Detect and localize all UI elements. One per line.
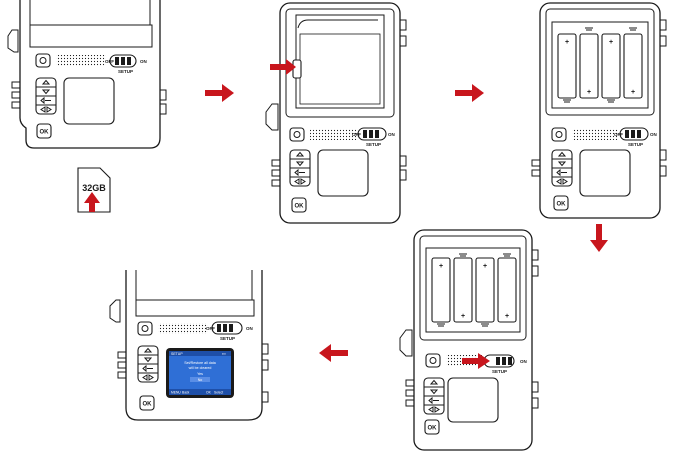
svg-text:OFF: OFF bbox=[206, 326, 215, 331]
screen-option-yes: Yes bbox=[197, 372, 203, 376]
step-arrow-1 bbox=[205, 84, 234, 102]
svg-text:SETUP: SETUP bbox=[628, 142, 643, 147]
step-arrow-2 bbox=[455, 84, 484, 102]
switch-slide-arrow bbox=[462, 353, 490, 369]
camera-step-2: OFF ON SETUP bbox=[265, 2, 407, 224]
svg-text:OFF: OFF bbox=[352, 132, 361, 137]
screen-message-line2: will be cleared bbox=[189, 366, 212, 370]
svg-text:+: + bbox=[609, 39, 613, 46]
svg-text:SETUP: SETUP bbox=[366, 142, 381, 147]
lock-button bbox=[35, 53, 51, 68]
battery-slots: + + + + bbox=[557, 27, 643, 103]
switch-setup-label: SETUP bbox=[118, 69, 133, 74]
setup-screen: SETUP ▪▪▪ Set/Restore all data will be c… bbox=[166, 348, 234, 398]
sd-card-capacity: 32GB bbox=[82, 183, 106, 193]
svg-text:ON: ON bbox=[246, 326, 253, 331]
ok-button bbox=[36, 123, 52, 139]
nav-pad bbox=[35, 77, 57, 115]
svg-text:ON: ON bbox=[650, 132, 657, 137]
svg-text:+: + bbox=[565, 39, 569, 46]
switch-on-label: ON bbox=[140, 59, 147, 64]
lcd-screen bbox=[63, 77, 115, 125]
door-slide-arrow bbox=[270, 59, 296, 75]
svg-text:+: + bbox=[461, 313, 465, 320]
step-arrow-4 bbox=[319, 344, 348, 362]
camera-step-5: OFF ON SETUP SETUP ▪▪▪ Set/Restore all d… bbox=[109, 270, 269, 421]
svg-text:SETUP: SETUP bbox=[492, 369, 507, 374]
svg-text:+: + bbox=[631, 89, 635, 96]
screen-message-line1: Set/Restore all data bbox=[184, 361, 216, 365]
svg-text:+: + bbox=[483, 263, 487, 270]
screen-footer-select: Select bbox=[214, 391, 223, 395]
side-connectors bbox=[11, 81, 167, 115]
svg-text:+: + bbox=[587, 89, 591, 96]
screen-header-title: SETUP bbox=[171, 352, 183, 356]
screen-footer-ok: OK bbox=[206, 391, 212, 395]
switch-off-label: OFF bbox=[105, 59, 114, 64]
screen-footer-menu: MENU bbox=[171, 391, 181, 395]
camera-step-1: OFF ON SETUP bbox=[7, 0, 167, 149]
speaker-grille bbox=[56, 55, 106, 66]
svg-text:SETUP: SETUP bbox=[220, 336, 235, 341]
svg-text:+: + bbox=[505, 313, 509, 320]
svg-text:+: + bbox=[439, 263, 443, 270]
svg-text:ON: ON bbox=[388, 132, 395, 137]
svg-text:ON: ON bbox=[520, 359, 527, 364]
camera-step-4: + + + + ON SETUP bbox=[399, 229, 539, 451]
camera-step-3: + + + + OFF ON SETUP bbox=[531, 2, 667, 219]
svg-text:OFF: OFF bbox=[614, 132, 623, 137]
screen-footer-back: Back bbox=[182, 391, 190, 395]
screen-option-no: No bbox=[198, 378, 203, 382]
step-arrow-3 bbox=[590, 224, 608, 252]
screen-header-icons: ▪▪▪ bbox=[222, 352, 226, 356]
insert-arrow-up bbox=[84, 192, 100, 212]
